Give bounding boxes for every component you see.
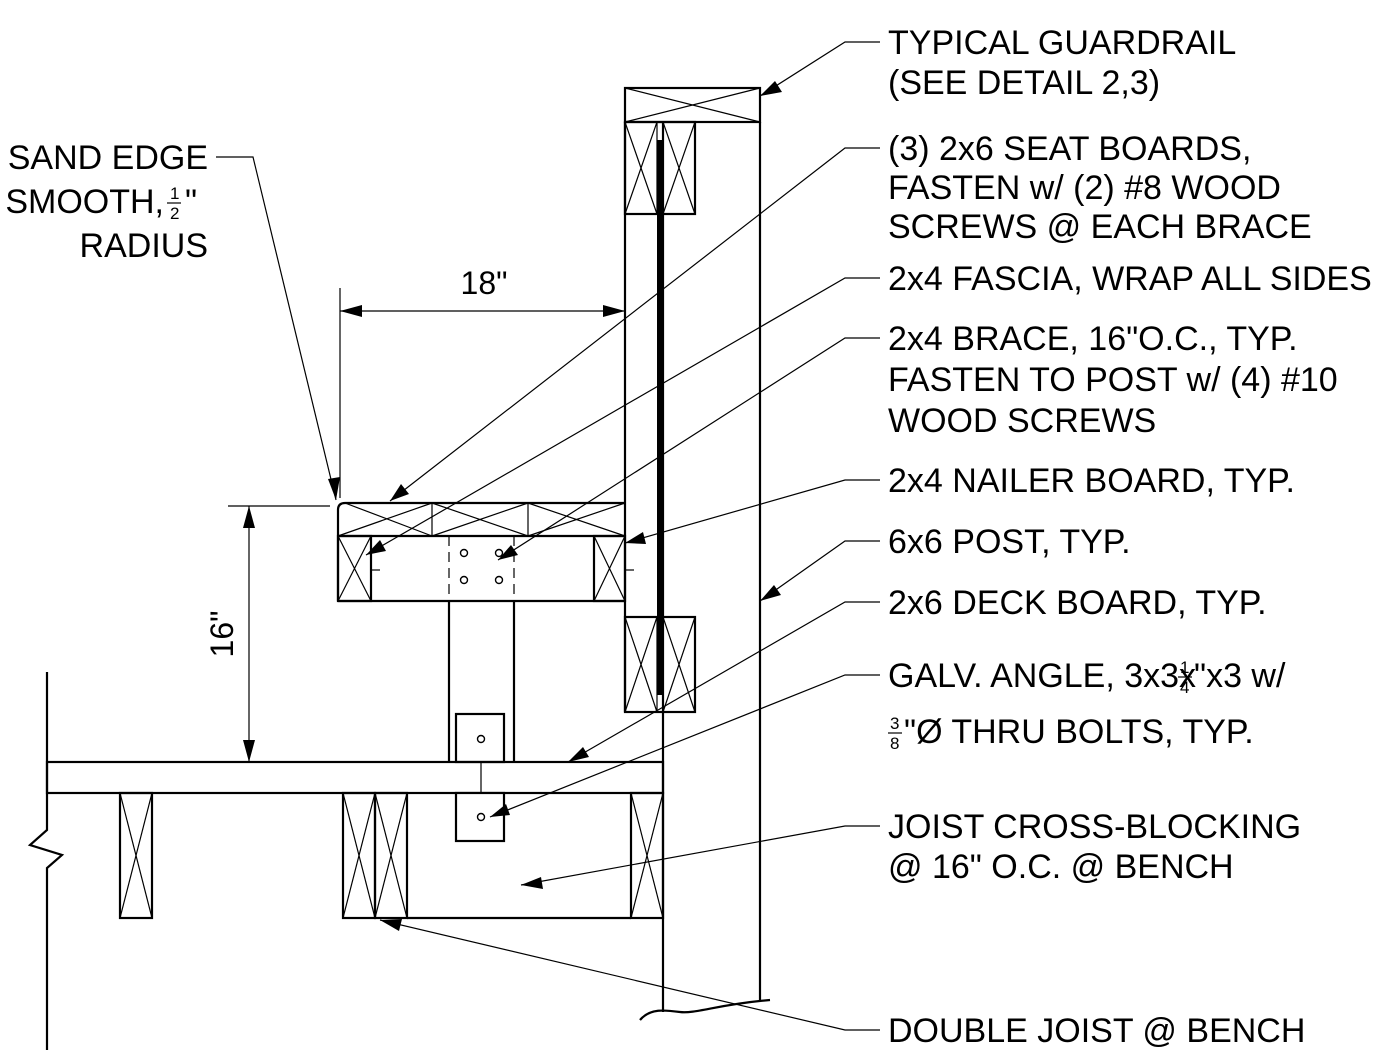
callout-double-joist: DOUBLE JOIST @ BENCH [888,1012,1305,1050]
callout-fascia: 2x4 FASCIA, WRAP ALL SIDES [888,260,1372,298]
svg-text:RADIUS: RADIUS [80,227,208,265]
svg-text:"Ø THRU BOLTS, TYP.: "Ø THRU BOLTS, TYP. [904,713,1254,751]
svg-text:SAND EDGE: SAND EDGE [8,139,208,177]
bench-leg [447,601,516,762]
svg-text:1: 1 [170,184,179,203]
joist-left [118,791,154,920]
guardrail-rail-upper [623,120,697,216]
svg-text:(SEE DETAIL 2,3): (SEE DETAIL 2,3) [888,64,1160,102]
svg-text:DOUBLE JOIST @ BENCH: DOUBLE JOIST @ BENCH [888,1012,1305,1050]
svg-text:(3) 2x6 SEAT BOARDS,: (3) 2x6 SEAT BOARDS, [888,130,1251,168]
svg-text:2: 2 [170,204,179,223]
fascia-left [336,534,373,603]
svg-text:@ 16" O.C. @ BENCH: @ 16" O.C. @ BENCH [888,848,1234,886]
dimension-seat-depth: 18" [339,265,625,498]
svg-text:8: 8 [890,734,899,753]
deck-board [45,760,665,795]
svg-text:FASTEN w/ (2) #8 WOOD: FASTEN w/ (2) #8 WOOD [888,169,1281,207]
svg-text:TYPICAL GUARDRAIL: TYPICAL GUARDRAIL [888,24,1236,62]
svg-text:2x4 NAILER BOARD, TYP.: 2x4 NAILER BOARD, TYP. [888,462,1295,500]
galv-angle-upper [454,712,506,764]
dimension-seat-height: 16" [204,505,330,762]
svg-text:GALV. ANGLE, 3x3x: GALV. ANGLE, 3x3x [888,657,1196,695]
svg-text:6x6 POST, TYP.: 6x6 POST, TYP. [888,523,1131,561]
svg-text:JOIST CROSS-BLOCKING: JOIST CROSS-BLOCKING [888,808,1301,846]
svg-text:WOOD SCREWS: WOOD SCREWS [888,402,1156,440]
double-joist [341,791,409,920]
svg-text:FASTEN TO POST w/ (4) #10: FASTEN TO POST w/ (4) #10 [888,361,1338,399]
svg-text:SMOOTH,: SMOOTH, [5,183,164,221]
svg-text:SCREWS @ EACH BRACE: SCREWS @ EACH BRACE [888,208,1312,246]
joist-right [629,791,665,920]
dimension-seat-height-text: 16" [204,611,240,658]
post-6x6 [623,122,762,1012]
callout-cross-blocking: JOIST CROSS-BLOCKING @ 16" O.C. @ BENCH [888,808,1301,886]
callout-brace: 2x4 BRACE, 16"O.C., TYP. FASTEN TO POST … [888,320,1338,440]
leaders [216,41,880,1031]
galv-angle-lower [454,791,506,843]
guardrail-top-cap [623,86,762,124]
callout-post: 6x6 POST, TYP. [888,523,1131,561]
svg-text:3: 3 [890,714,899,733]
callout-seat-boards: (3) 2x6 SEAT BOARDS, FASTEN w/ (2) #8 WO… [888,130,1312,246]
svg-text:1: 1 [1180,658,1189,677]
post-break-line [639,998,771,1021]
svg-text:"x3 w/: "x3 w/ [1194,657,1286,695]
callout-nailer: 2x4 NAILER BOARD, TYP. [888,462,1295,500]
svg-text:4: 4 [1180,678,1189,697]
svg-text:2x4 BRACE, 16"O.C., TYP.: 2x4 BRACE, 16"O.C., TYP. [888,320,1298,358]
callout-guardrail: TYPICAL GUARDRAIL (SEE DETAIL 2,3) [888,24,1236,102]
seat-boards [336,501,626,538]
svg-text:2x4 FASCIA, WRAP ALL SIDES: 2x4 FASCIA, WRAP ALL SIDES [888,260,1372,298]
callout-galv-angle: GALV. ANGLE, 3x3x 1 4 "x3 w/ 3 8 "Ø THRU… [888,657,1286,753]
dimension-seat-depth-text: 18" [461,265,508,301]
brace-bolts [371,536,634,601]
callout-deck-board: 2x6 DECK BOARD, TYP. [888,584,1267,622]
svg-text:": " [185,183,197,221]
guardrail-infill-panel [657,140,663,695]
callout-sand-edge: SAND EDGE SMOOTH, 1 2 " RADIUS [5,139,208,265]
svg-text:2x6 DECK BOARD, TYP.: 2x6 DECK BOARD, TYP. [888,584,1267,622]
deck-edge-break [27,672,65,1050]
nailer-right [592,534,627,603]
